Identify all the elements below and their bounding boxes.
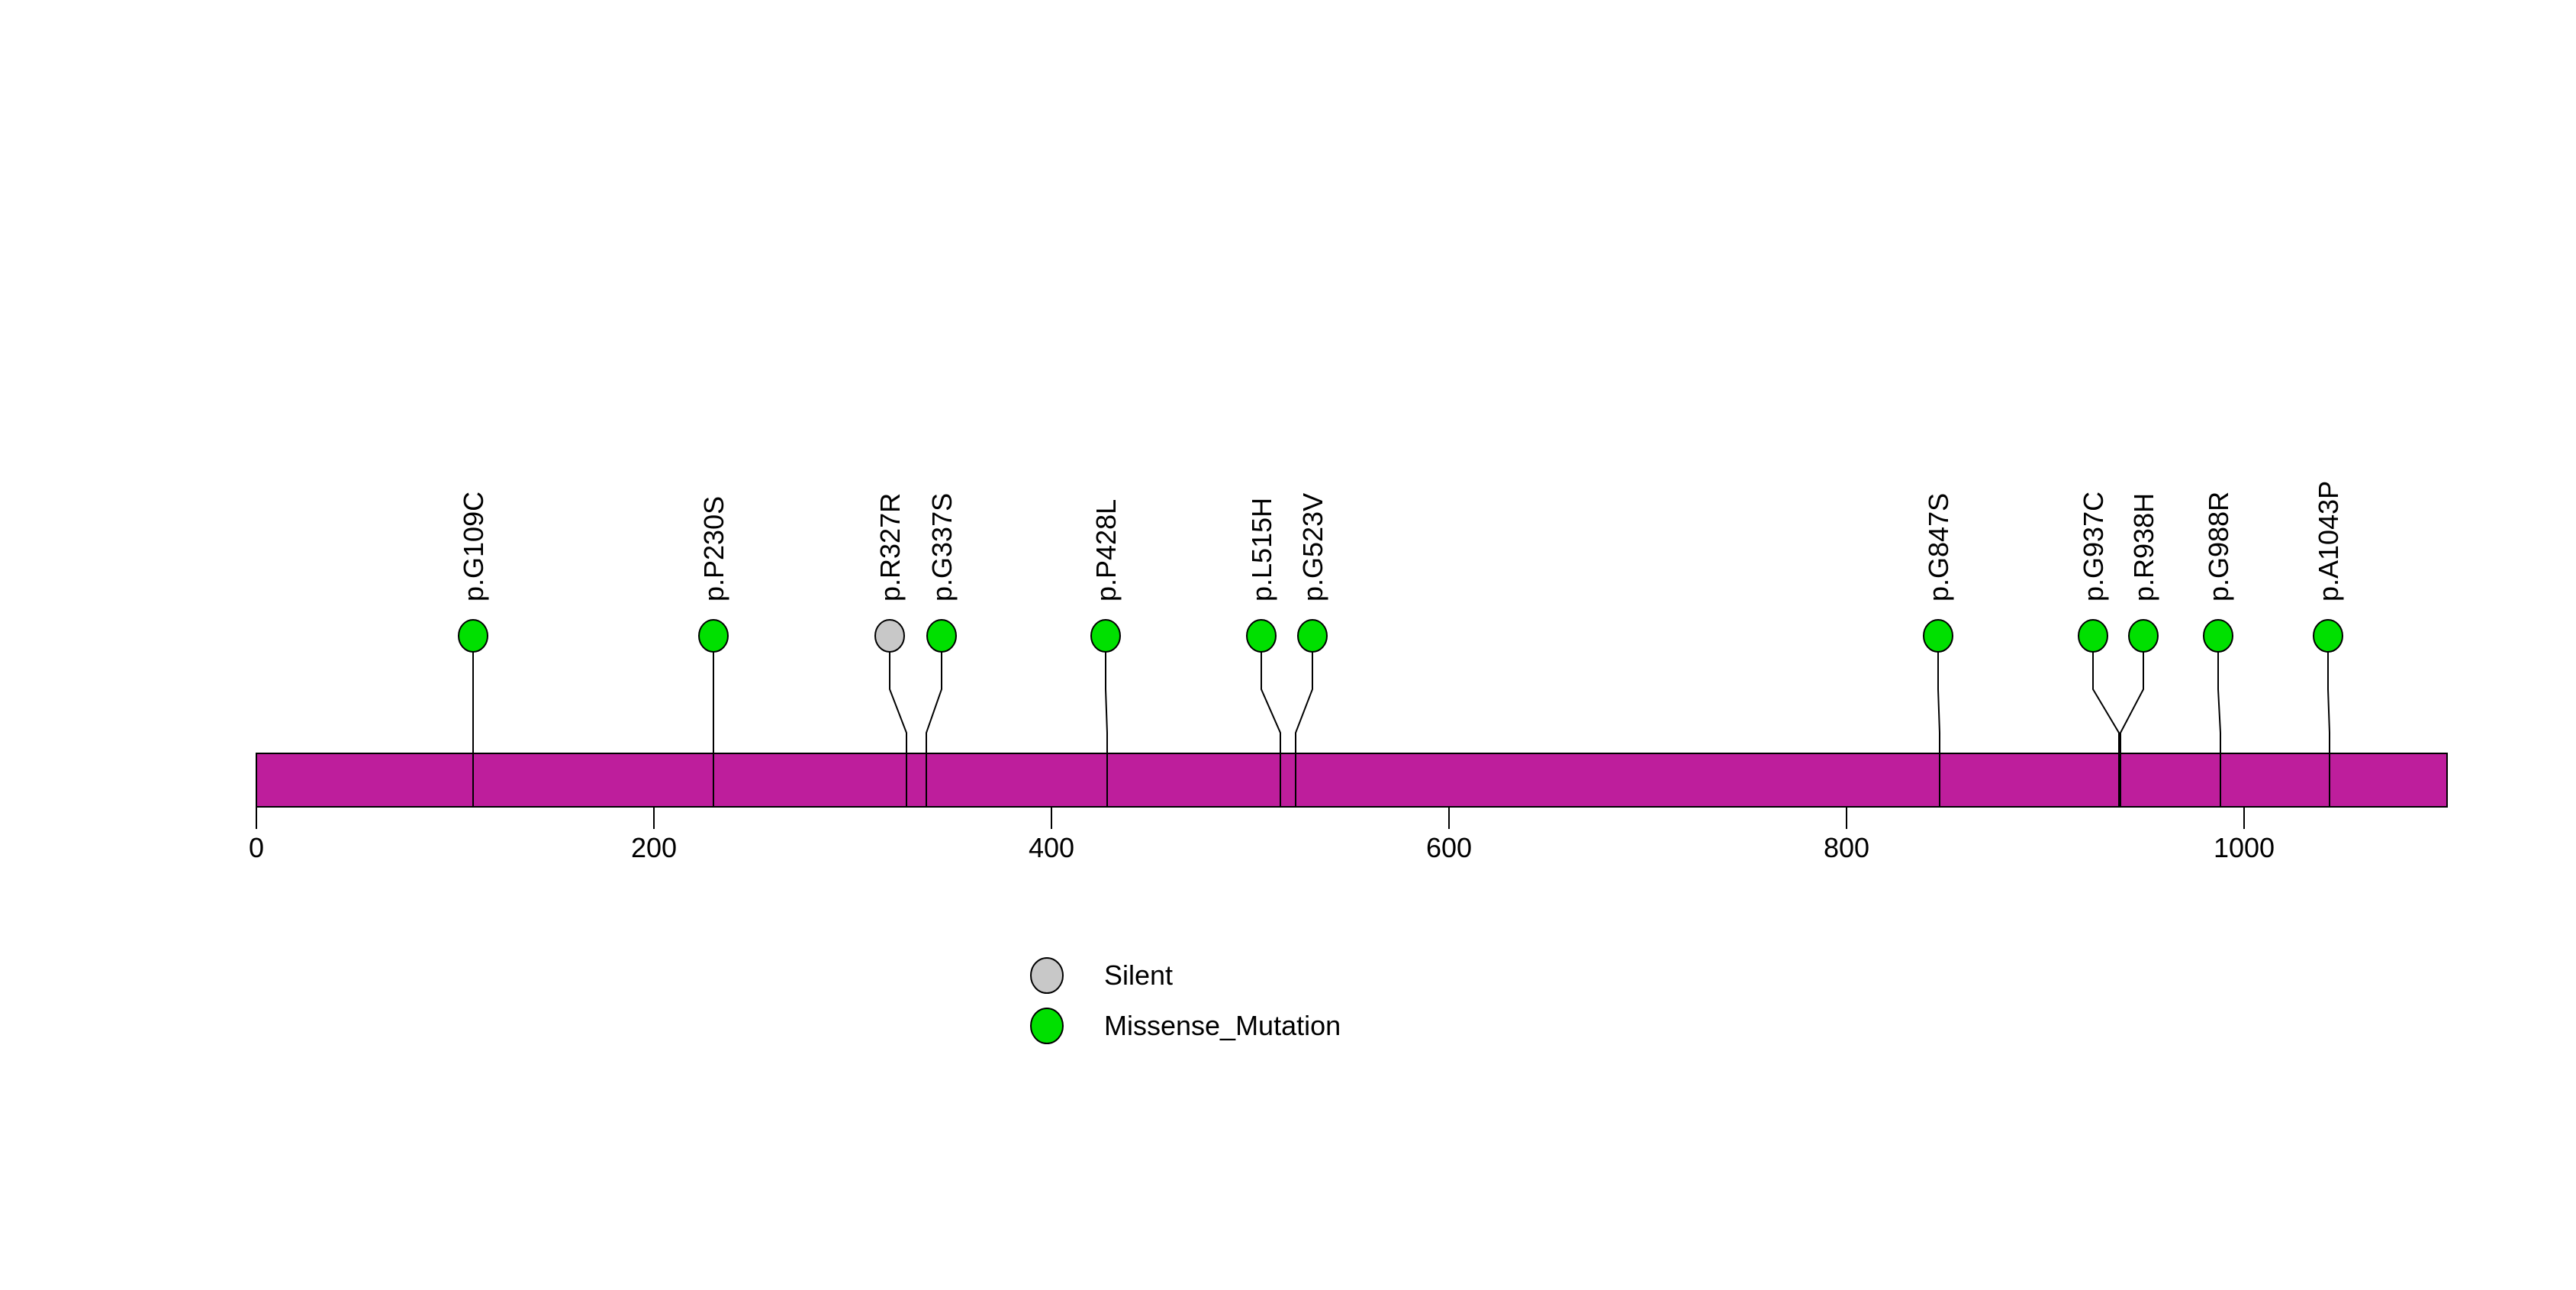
legend-silent-label: Silent: [1104, 959, 1173, 991]
mutation-marker-missense_mutation: [698, 619, 729, 653]
mutation-label: p.G337S: [926, 493, 958, 601]
mutation-marker-missense_mutation: [1246, 619, 1277, 653]
mutation-label: p.P230S: [698, 496, 729, 601]
mutation-label: p.P428L: [1090, 499, 1122, 601]
legend: Silent Missense_Mutation: [1030, 957, 1341, 1044]
lollipop-stem: [2217, 652, 2221, 807]
mutation-marker-missense_mutation: [2203, 619, 2233, 653]
lollipop-markers: [458, 619, 2343, 653]
mutation-marker-missense_mutation: [1090, 619, 1121, 653]
lollipop-stem: [2327, 652, 2330, 807]
axis-tick-label: 600: [1426, 832, 1472, 863]
mutation-marker-silent: [874, 619, 905, 653]
mutation-labels: p.G109C p.P230S p.R327R p.G337S p.P428L p.L51…: [458, 481, 2344, 601]
legend-silent-marker: [1030, 957, 1064, 994]
mutation-marker-missense_mutation: [458, 619, 488, 653]
lollipop-stem: [1105, 652, 1108, 807]
mutation-label: p.G847S: [1923, 493, 1954, 601]
mutation-label: p.G109C: [458, 492, 489, 601]
protein-bar: [256, 753, 2448, 808]
lollipop-stem: [2120, 652, 2144, 807]
mutation-label: p.L515H: [1246, 498, 1277, 601]
mutation-marker-missense_mutation: [1297, 619, 1328, 653]
lollipop-stem: [1261, 652, 1281, 807]
mutation-label: p.G523V: [1297, 493, 1328, 601]
lollipop-stem: [1295, 652, 1313, 807]
lollipop-stem: [926, 652, 942, 807]
legend-missense-label: Missense_Mutation: [1104, 1010, 1341, 1041]
mutation-marker-missense_mutation: [2313, 619, 2343, 653]
lollipop-stem: [889, 652, 907, 807]
axis-tick-label: 1000: [2214, 832, 2275, 863]
axis-tick-label: 800: [1824, 832, 1869, 863]
mutation-marker-missense_mutation: [2078, 619, 2108, 653]
legend-missense-marker: [1030, 1008, 1064, 1044]
lollipop-stem: [1937, 652, 1940, 807]
mutation-label: p.A1043P: [2313, 481, 2344, 601]
mutation-label: p.R327R: [874, 493, 906, 601]
x-axis: 0 200 400 600 800 1000: [249, 807, 2275, 863]
lollipop-stem: [2092, 652, 2120, 807]
mutation-label: p.G937C: [2078, 492, 2109, 601]
axis-tick-label: 0: [249, 832, 264, 863]
mutation-label: p.R938H: [2128, 493, 2159, 601]
mutation-marker-missense_mutation: [2128, 619, 2159, 653]
mutation-label: p.G988R: [2203, 492, 2234, 601]
axis-tick-label: 400: [1029, 832, 1074, 863]
axis-tick-label: 200: [631, 832, 677, 863]
mutation-marker-missense_mutation: [1923, 619, 1953, 653]
lollipop-stems: [472, 652, 2330, 807]
mutation-marker-missense_mutation: [926, 619, 957, 653]
